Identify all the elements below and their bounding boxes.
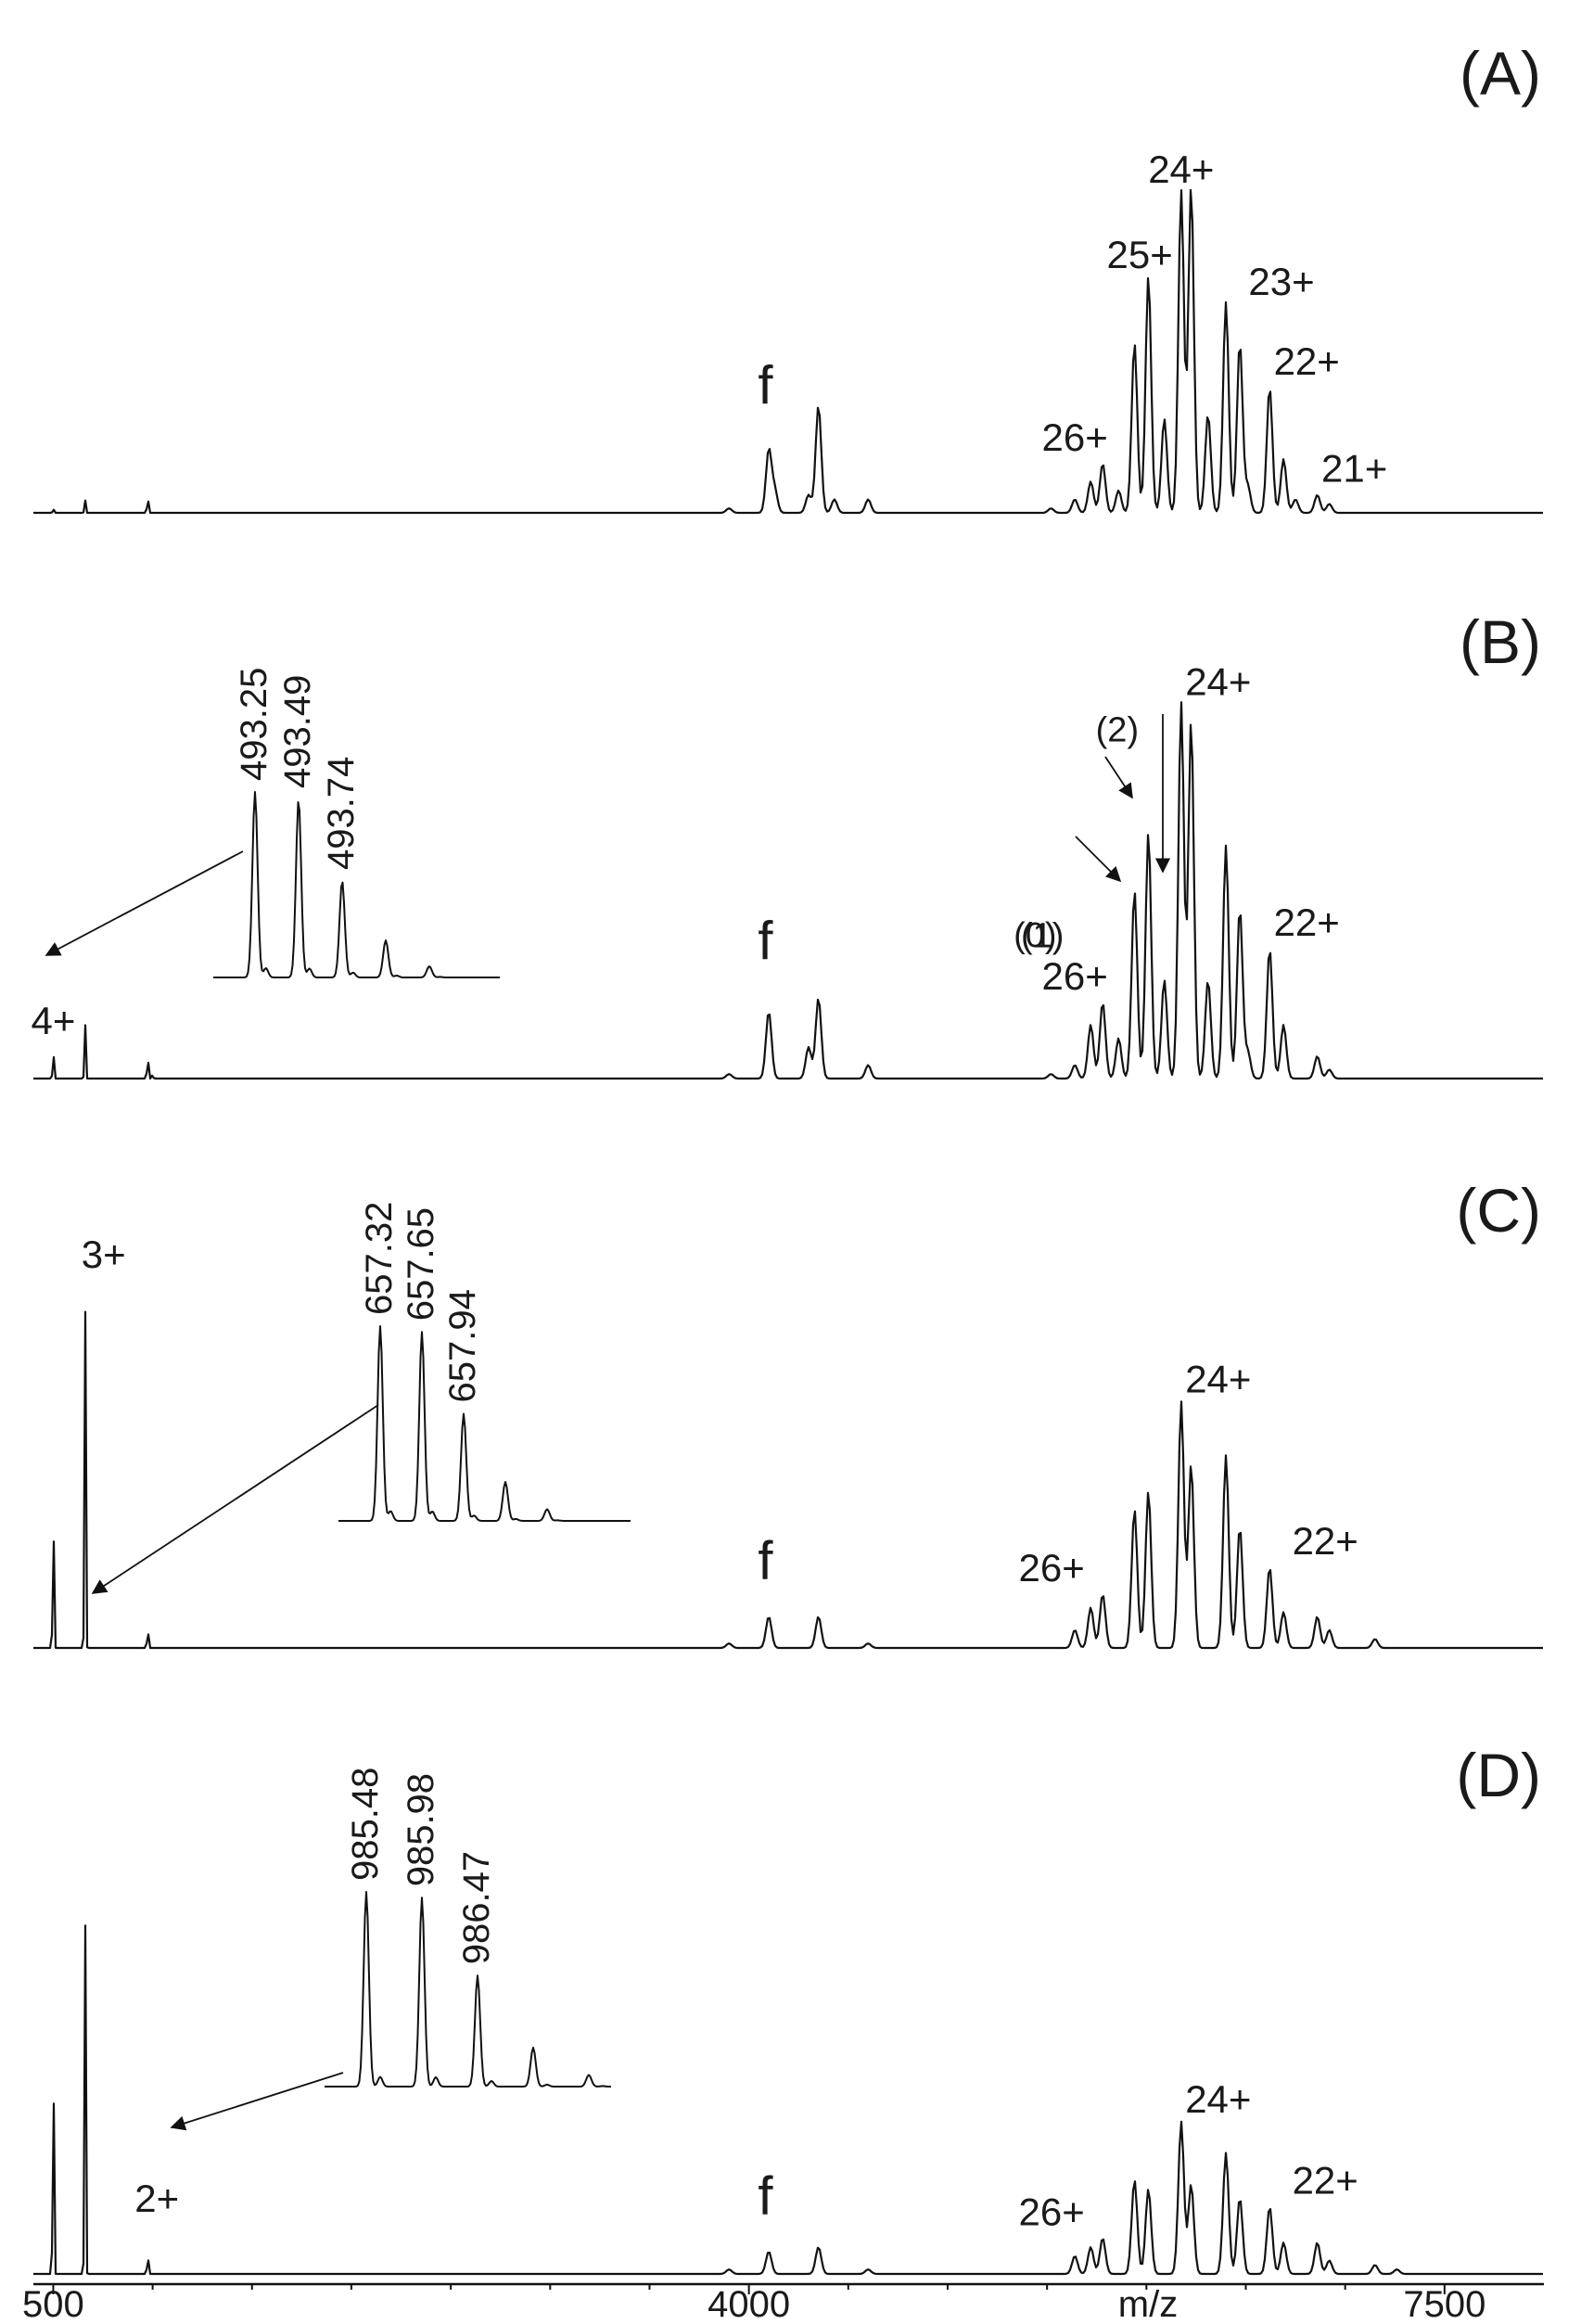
isotope-inset-trace <box>338 1325 631 1522</box>
isotope-peak-label: 493.25 <box>234 668 274 781</box>
spectrum-panel-a: (A) 24+ 25+ 23+ 26+ 22+ 21+ f <box>33 39 1543 515</box>
charge-state-label: 22+ <box>1293 1519 1358 1563</box>
charge-state-label: 26+ <box>1019 2190 1085 2233</box>
x-tick-label: 4000 <box>708 2284 790 2319</box>
isotope-peak-label: 986.47 <box>456 1851 497 1964</box>
x-tick-label: 7500 <box>1403 2284 1485 2319</box>
panels-layer: (A) 24+ 25+ 23+ 26+ 22+ 21+ f (B) 24+ 26+ 22+ 4+ f (0)… <box>31 39 1543 2276</box>
inset-arrow <box>91 1404 379 1594</box>
adduct-label: (1) <box>1021 917 1064 956</box>
charge-state-label: 22+ <box>1274 900 1340 944</box>
spectrum-trace <box>33 1924 1543 2276</box>
adduct-label: (0) <box>1014 916 1056 955</box>
panel-label: (C) <box>1456 1176 1541 1245</box>
isotope-peak-label: 657.94 <box>442 1289 483 1402</box>
annotation-arrow <box>1075 836 1122 883</box>
panel-label: (B) <box>1460 607 1541 676</box>
charge-state-label: 26+ <box>1042 415 1108 459</box>
charge-state-label: 26+ <box>1019 1546 1085 1590</box>
adduct-label: (2) <box>1096 710 1139 749</box>
spectrum-trace <box>33 701 1543 1080</box>
charge-state-label: 22+ <box>1274 339 1340 383</box>
x-axis-label: m/z <box>1118 2284 1178 2319</box>
charge-state-label: 21+ <box>1321 447 1387 491</box>
spectrum-panel-d: (D) 24+ 26+ 22+ 2+ f 985.48 985.98 986.47 <box>33 1741 1543 2276</box>
charge-state-label: 25+ <box>1107 233 1173 276</box>
fragment-label: f <box>758 912 773 972</box>
charge-state-label: 24+ <box>1185 2077 1251 2121</box>
x-axis: m/z 500 4000 7500 <box>22 2282 1544 2324</box>
x-tick-label: 500 <box>22 2284 84 2319</box>
fragment-label: f <box>758 2166 773 2227</box>
fragment-label: f <box>758 355 773 415</box>
charge-state-label: 24+ <box>1185 1357 1251 1400</box>
isotope-peak-label: 985.48 <box>345 1768 386 1881</box>
charge-state-label: 22+ <box>1293 2159 1358 2203</box>
charge-state-label: 4+ <box>31 999 75 1042</box>
charge-state-label: 2+ <box>134 2177 179 2220</box>
isotope-peak-label: 657.65 <box>401 1207 441 1321</box>
inset-arrow <box>170 2072 344 2131</box>
charge-state-label: 24+ <box>1185 659 1251 703</box>
isotope-peak-label: 985.98 <box>401 1773 441 1886</box>
charge-state-label: 24+ <box>1148 147 1214 191</box>
isotope-peak-label: 493.49 <box>277 675 318 788</box>
fragment-label: f <box>758 1531 773 1591</box>
isotope-inset-trace <box>325 1891 611 2088</box>
spectrum-trace <box>33 188 1543 515</box>
charge-state-label: 3+ <box>82 1232 126 1276</box>
isotope-inset-trace <box>213 791 500 978</box>
annotation-arrow <box>1104 756 1133 799</box>
spectrum-trace <box>33 1310 1543 1650</box>
charge-state-label: 23+ <box>1248 260 1314 303</box>
panel-label: (A) <box>1460 39 1541 108</box>
isotope-peak-label: 657.32 <box>359 1202 400 1315</box>
charge-state-label: 26+ <box>1042 954 1108 998</box>
panel-label: (D) <box>1456 1741 1541 1809</box>
isotope-peak-label: 493.74 <box>321 757 362 870</box>
inset-arrow <box>45 850 244 956</box>
